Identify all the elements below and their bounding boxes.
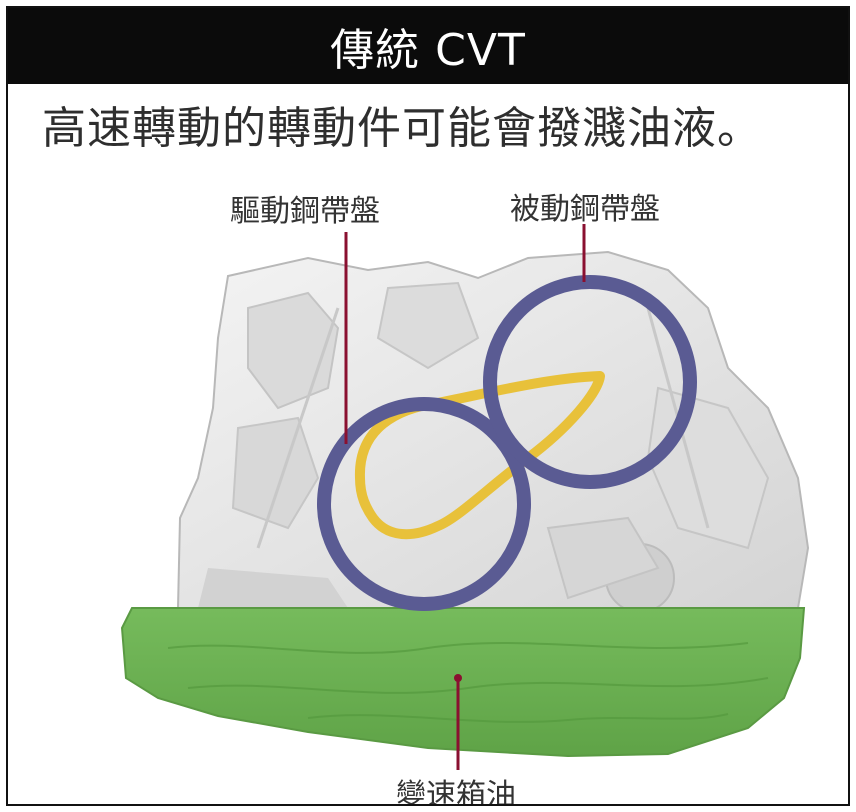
- title-text: 傳統 CVT: [330, 25, 526, 76]
- drive-pulley-label: 驅動鋼帶盤: [230, 194, 380, 229]
- oil-pointer-dot: [454, 674, 462, 682]
- driven-pulley-ring: [483, 275, 697, 489]
- drive-pulley-ring: [317, 397, 531, 611]
- subtitle-text: 高速轉動的轉動件可能會撥濺油液。: [42, 103, 762, 154]
- title-bar: 傳統 CVT: [8, 8, 848, 84]
- transmission-oil-label: 變速箱油: [396, 778, 516, 806]
- driven-pulley-label: 被動鋼帶盤: [510, 192, 660, 227]
- diagram-frame: 傳統 CVT 高速轉動的轉動件可能會撥濺油液。: [6, 6, 850, 806]
- transmission-oil-area: [120, 607, 806, 758]
- cvt-illustration: [120, 224, 810, 770]
- oil-texture: [167, 642, 769, 723]
